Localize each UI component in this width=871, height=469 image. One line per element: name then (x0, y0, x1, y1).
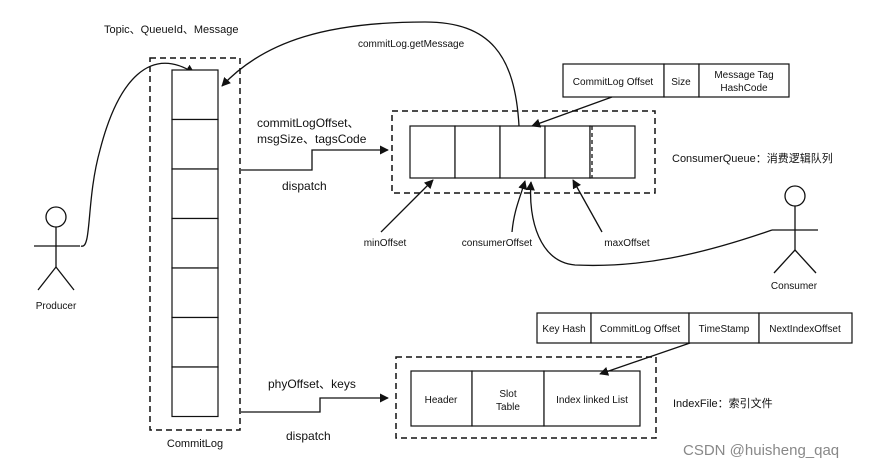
commitlog-cell (171, 69, 219, 121)
min-offset-arrow (380, 179, 434, 233)
commitlog-container (149, 57, 241, 431)
consume-queue-cell (409, 125, 456, 179)
commitlog-cell (171, 168, 219, 220)
index-header-label: Header (425, 395, 458, 406)
commitlog-cell (171, 217, 219, 269)
consumer-icon (772, 185, 818, 274)
commitlog-label: CommitLog (167, 438, 223, 450)
commitlog-cell (171, 118, 219, 170)
index-linked-list-label: Index linked List (556, 395, 628, 406)
consume-queue-cell (499, 125, 546, 179)
index-field-key-hash: Key Hash (542, 324, 585, 335)
index-slot-label: Slot (499, 389, 516, 400)
cq-field-hashcode: HashCode (720, 83, 768, 94)
cq-entry-table: CommitLog Offset Size Message Tag HashCo… (562, 63, 790, 98)
index-table-label: Table (496, 402, 520, 413)
cq-fields-line1: commitLogOffset、 (257, 116, 359, 130)
consumer-offset-label: consumerOffset (462, 238, 533, 249)
cq-field-message-tag: Message Tag (714, 70, 773, 81)
producer-label: Producer (36, 301, 77, 312)
dispatch-cq-arrow (241, 145, 389, 171)
consume-queue-cell (544, 125, 591, 179)
commitlog-cell (171, 366, 219, 418)
get-message-arrow (221, 21, 520, 127)
consumer-offset-arrow (511, 180, 528, 233)
consume-queue-cell (589, 125, 636, 179)
commitlog-cell (171, 316, 219, 368)
consume-queue-desc: ConsumerQueue：消费逻辑队列 (672, 151, 833, 165)
cq-field-commitlog-offset: CommitLog Offset (573, 77, 654, 88)
phyoffset-keys-label: phyOffset、keys (268, 377, 356, 391)
producer-icon (34, 206, 80, 291)
consume-queue-cell (454, 125, 501, 179)
max-offset-arrow (572, 179, 603, 233)
dispatch-index-label: dispatch (286, 429, 331, 443)
index-entry-pointer (599, 342, 691, 376)
index-file-container (395, 356, 657, 439)
max-offset-label: maxOffset (604, 238, 650, 249)
index-file-desc: IndexFile：索引文件 (673, 396, 773, 410)
cq-field-size: Size (671, 77, 691, 88)
consume-queue-cells (409, 125, 636, 179)
consume-queue-container (391, 110, 656, 194)
consumer-pull-arrow (525, 181, 773, 267)
index-entry-table: Key Hash CommitLog Offset TimeStamp Next… (536, 312, 853, 344)
min-offset-label: minOffset (364, 238, 407, 249)
topic-message-label: Topic、QueueId、Message (104, 24, 239, 36)
consumer-label: Consumer (771, 281, 818, 292)
commitlog-cell (171, 267, 219, 319)
cq-fields-line2: msgSize、tagsCode (257, 132, 367, 146)
dispatch-index-arrow (241, 393, 389, 413)
commitlog-cells (171, 69, 219, 418)
index-field-next-index-offset: NextIndexOffset (769, 324, 841, 335)
produce-arrow (80, 62, 195, 247)
cq-entry-pointer (531, 96, 613, 128)
watermark: CSDN @huisheng_qaq (683, 442, 839, 459)
dispatch-cq-label: dispatch (282, 179, 327, 193)
index-field-commitlog-offset: CommitLog Offset (600, 324, 681, 335)
get-message-label: commitLog.getMessage (358, 39, 465, 50)
index-field-timestamp: TimeStamp (699, 324, 750, 335)
index-file-table: Header Slot Table Index linked List (410, 370, 641, 427)
